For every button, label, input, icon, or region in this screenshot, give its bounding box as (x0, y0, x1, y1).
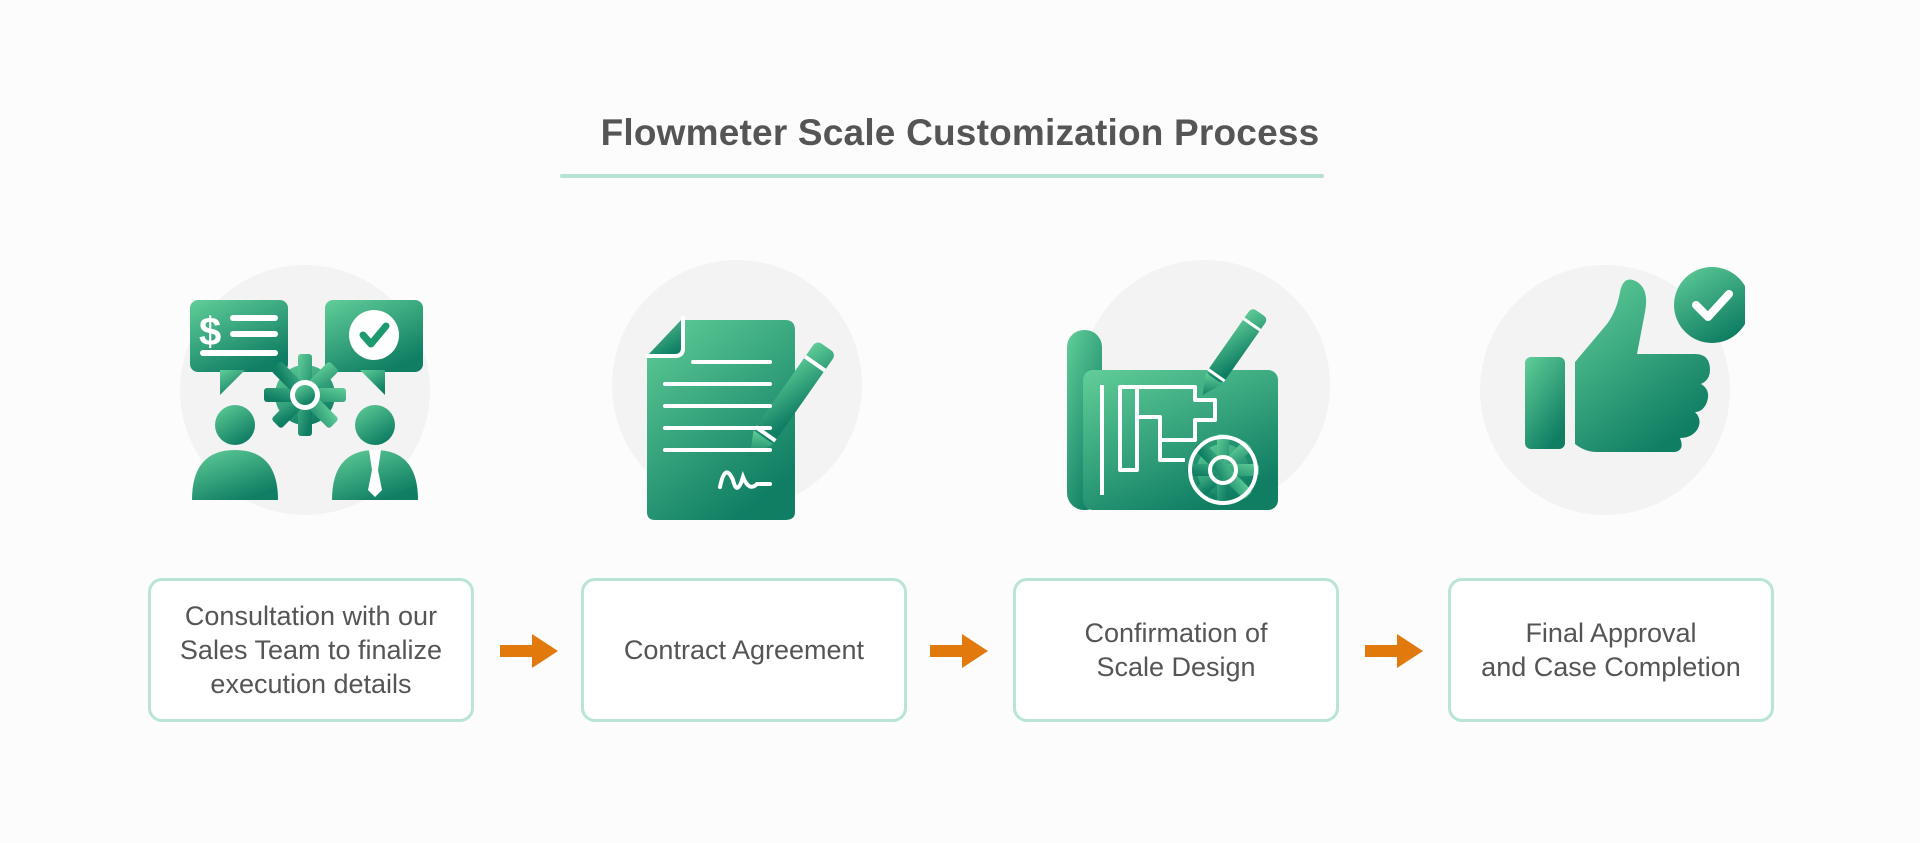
arrow-right-icon (930, 634, 988, 668)
thumbs-up-approval-icon (1525, 267, 1745, 452)
step-label: Consultation with our Sales Team to fina… (179, 601, 443, 699)
title-underline (560, 174, 1324, 178)
arrow-right-icon (1365, 634, 1423, 668)
step-card: Contract Agreement (581, 578, 907, 722)
step-card: Final Approval and Case Completion (1448, 578, 1774, 722)
step-label: Contract Agreement (623, 635, 865, 665)
contract-icon (645, 316, 834, 520)
step-card: Consultation with our Sales Team to fina… (148, 578, 474, 722)
step-2: Contract Agreement (575, 0, 907, 843)
step-4: Final Approval and Case Completion (1445, 0, 1775, 843)
page-title: Flowmeter Scale Customization Process (600, 112, 1320, 153)
consultation-icon: $ (190, 300, 423, 500)
step-card: Confirmation of Scale Design (1013, 578, 1339, 722)
svg-text:$: $ (199, 310, 221, 354)
step-1: $ Consultation with our Sales Team to fi… (140, 0, 474, 843)
arrow-right-icon (500, 634, 558, 668)
step-label: Final Approval and Case Completion (1481, 618, 1741, 682)
blueprint-design-icon (1067, 309, 1278, 510)
step-label: Confirmation of Scale Design (1084, 618, 1268, 682)
step-3: Confirmation of Scale Design (1010, 0, 1340, 843)
